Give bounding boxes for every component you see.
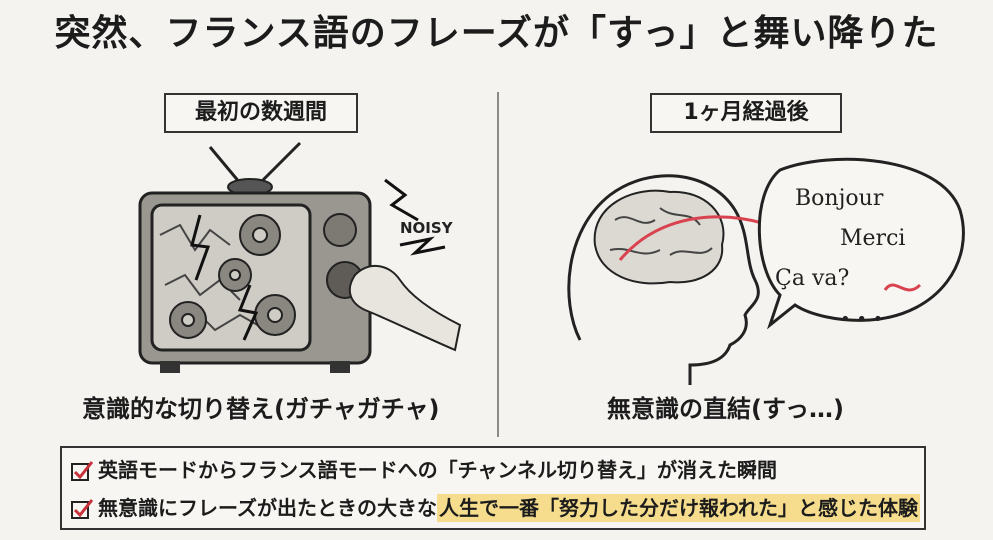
summary-point-1-text: 英語モードからフランス語モードへの「チャンネル切り替え」が消えた瞬間 [98, 458, 777, 482]
summary-box: 英語モードからフランス語モードへの「チャンネル切り替え」が消えた瞬間 無意識にフ… [60, 446, 926, 530]
summary-point-2-text: 無意識にフレーズが出たときの大きな [98, 496, 437, 520]
left-panel-label: 最初の数週間 [164, 93, 358, 133]
speech-line-1: Bonjour [795, 186, 884, 211]
checkbox-check-icon [71, 460, 94, 481]
noise-label: NOISY [400, 219, 454, 237]
tv-illustration: NOISY [138, 141, 462, 373]
right-panel-caption: 無意識の直結(すっ…) [607, 395, 844, 423]
panel-divider [497, 92, 499, 437]
summary-point-1: 英語モードからフランス語モードへの「チャンネル切り替え」が消えた瞬間 [70, 452, 777, 488]
brain-head-illustration: Bonjour Merci Ça va? • • • [567, 157, 965, 385]
speech-line-2: Merci [840, 226, 905, 251]
summary-point-2: 無意識にフレーズが出たときの大きな人生で一番「努力した分だけ報われた」と感じた体… [70, 490, 920, 526]
left-panel-caption: 意識的な切り替え(ガチャガチャ) [82, 395, 440, 423]
summary-point-2-highlight: 人生で一番「努力した分だけ報われた」と感じた体験 [437, 494, 920, 522]
speech-ellipsis: • • • [840, 309, 883, 330]
page-title: 突然、フランス語のフレーズが「すっ」と舞い降りた [54, 13, 939, 54]
speech-line-3: Ça va? [775, 266, 849, 291]
checkbox-check-icon [71, 498, 94, 519]
right-panel-label: 1ヶ月経過後 [650, 93, 842, 133]
